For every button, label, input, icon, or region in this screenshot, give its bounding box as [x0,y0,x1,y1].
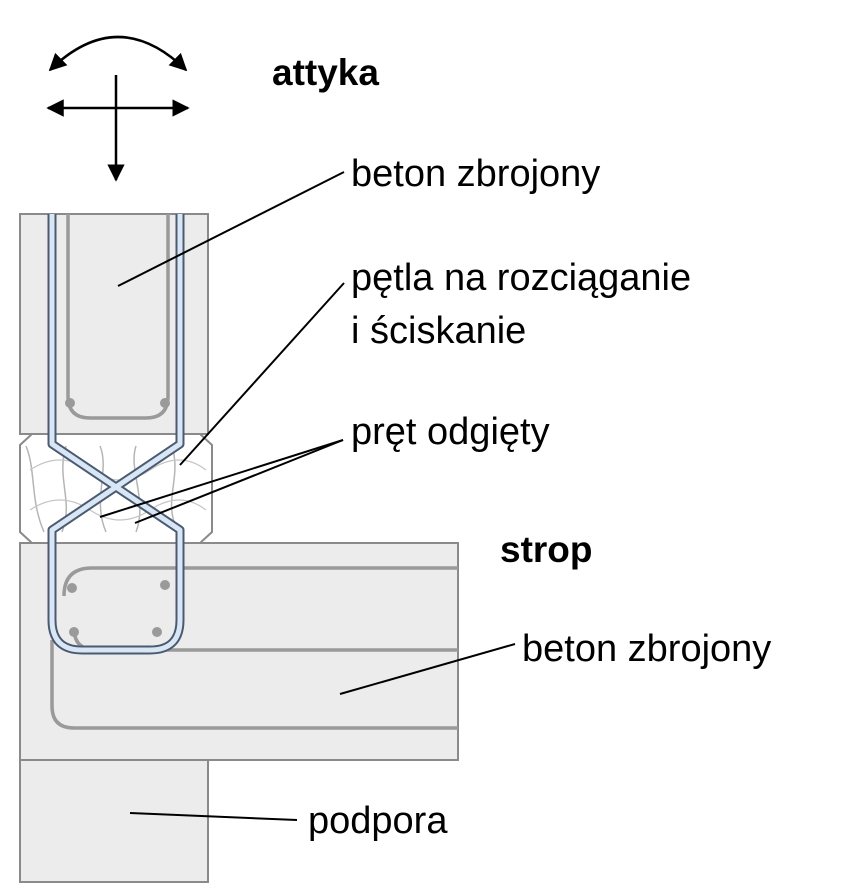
slab-rebar-outer [50,640,458,730]
leader-attic-concrete [117,171,345,287]
label-support: podpora [308,800,448,842]
label-slab: strop [500,529,593,570]
loop-rebar-dot [67,583,77,593]
support-column [19,759,209,883]
label-slab-concrete: beton zbrojony [522,628,771,670]
label-loop-line2: i ściskanie [351,310,526,352]
slab-rebar-top [62,566,458,597]
label-bent-bar: pręt odgięty [351,411,550,453]
attic-rebar-dot [65,398,75,408]
attic-rebar-dot [160,398,170,408]
label-loop-line1: pętla na rozciąganie [351,257,691,299]
tension-compression-loop [47,214,185,655]
leader-slab-concrete [339,643,516,695]
loop-rebar-dot [152,627,162,637]
leader-lines [99,171,516,821]
loop-rebar-dot [69,627,79,637]
leader-support [129,812,298,821]
leader-loop [179,282,345,466]
move-rotate-arrows-icon [46,35,190,182]
loop-rebar-dot [160,580,170,590]
leader-bent-bar-1 [99,439,344,518]
label-attic: attyka [272,52,379,93]
label-attic-concrete: beton zbrojony [351,153,600,195]
leader-bent-bar-2 [134,439,344,524]
